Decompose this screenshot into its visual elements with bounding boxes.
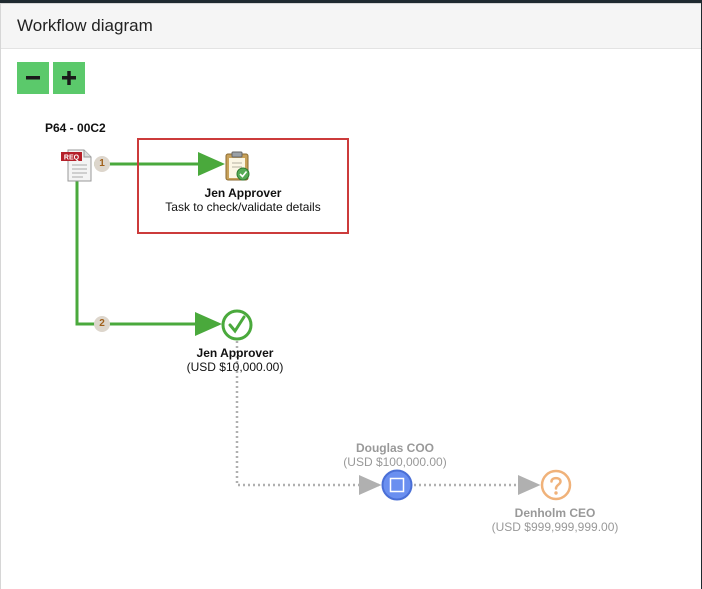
request-document-icon[interactable]: REQ bbox=[60, 148, 92, 182]
jen-node-name: Jen Approver bbox=[196, 346, 274, 360]
branch-step-badge-1: 1 bbox=[94, 156, 110, 172]
branch-step-badge-2: 2 bbox=[94, 316, 110, 332]
douglas-node-amount: (USD $100,000.00) bbox=[343, 455, 447, 469]
clipboard-check-icon[interactable] bbox=[224, 150, 252, 187]
square-circle-icon[interactable] bbox=[381, 469, 413, 506]
jen-node-amount: (USD $10,000.00) bbox=[186, 360, 284, 374]
task-node-label: Jen Approver Task to check/validate deta… bbox=[137, 186, 349, 214]
denholm-node-label: Denholm CEO (USD $999,999,999.00) bbox=[455, 506, 655, 534]
question-circle-icon[interactable] bbox=[540, 469, 572, 506]
task-node-name: Jen Approver bbox=[204, 186, 282, 200]
task-node-description: Task to check/validate details bbox=[165, 200, 321, 214]
request-title: P64 - 00C2 bbox=[45, 121, 106, 135]
douglas-node-label: Douglas COO (USD $100,000.00) bbox=[295, 441, 495, 469]
dialog-title: Workflow diagram bbox=[17, 16, 153, 35]
zoom-in-button[interactable] bbox=[53, 62, 85, 94]
jen-node-label: Jen Approver (USD $10,000.00) bbox=[135, 346, 335, 374]
task-node-box[interactable] bbox=[137, 138, 349, 234]
dialog-header: Workflow diagram bbox=[1, 4, 701, 49]
plus-icon bbox=[62, 71, 76, 85]
minus-icon bbox=[26, 76, 40, 80]
denholm-node-amount: (USD $999,999,999.00) bbox=[491, 520, 619, 534]
checkmark-circle-icon[interactable] bbox=[221, 309, 253, 346]
req-badge-text: REQ bbox=[64, 155, 80, 162]
zoom-out-button[interactable] bbox=[17, 62, 49, 94]
denholm-node-name: Denholm CEO bbox=[514, 506, 596, 520]
douglas-node-name: Douglas COO bbox=[355, 441, 434, 455]
workflow-dialog: Workflow diagram bbox=[0, 3, 701, 589]
connector-req-to-jen bbox=[75, 181, 222, 336]
